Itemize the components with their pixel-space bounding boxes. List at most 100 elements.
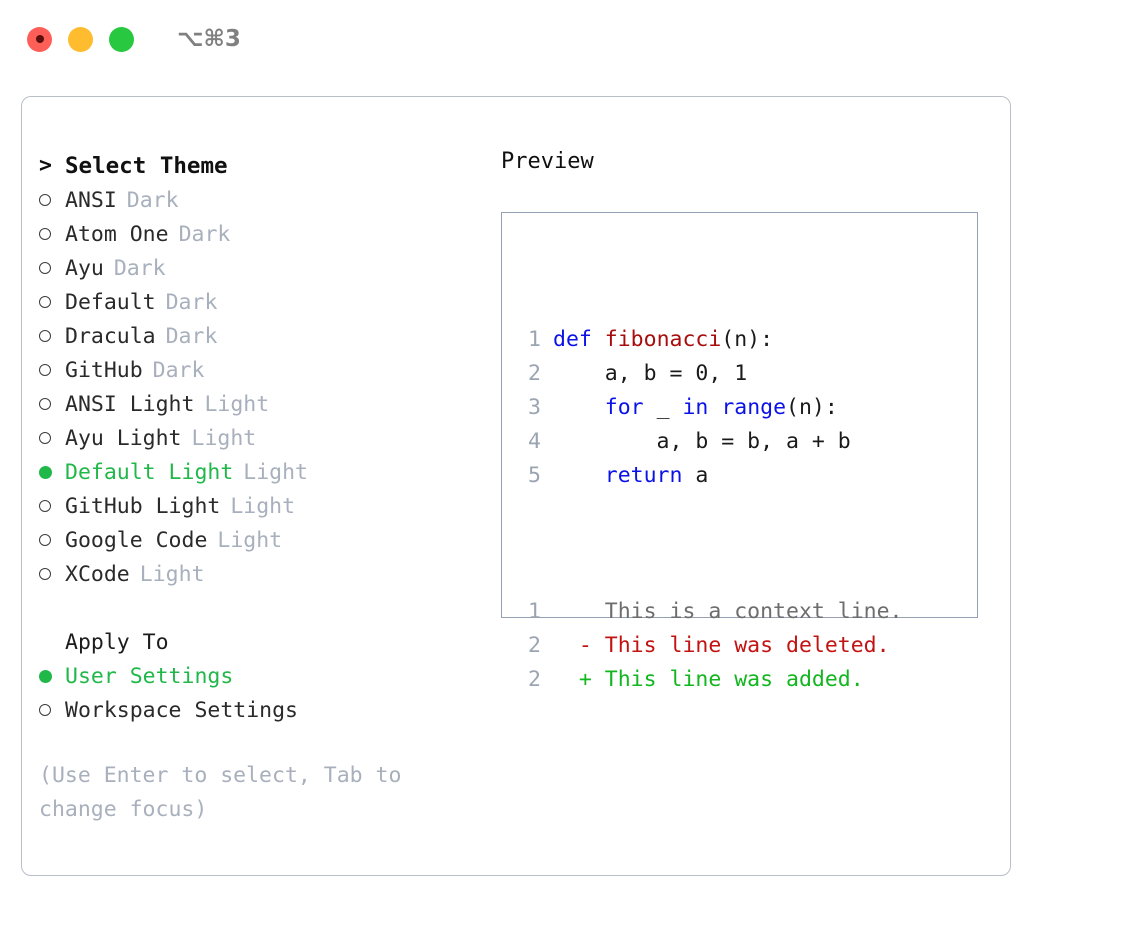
- theme-option-ayu[interactable]: Ayu Dark: [39, 251, 479, 285]
- maximize-button[interactable]: [109, 26, 134, 52]
- code-token: for: [604, 395, 644, 420]
- diff-line: 2 - This line was deleted.: [521, 629, 903, 663]
- theme-option-github[interactable]: GitHub Dark: [39, 353, 479, 387]
- diff-line-number: 2: [528, 667, 541, 692]
- apply-to-option-label: User Settings: [65, 663, 234, 689]
- code-token: a, b = 0, 1: [553, 361, 748, 386]
- theme-variant-tag: Dark: [126, 187, 179, 213]
- theme-variant-tag: Dark: [152, 357, 205, 383]
- code-token: def: [553, 327, 592, 352]
- diff-line-number: 1: [528, 599, 541, 624]
- theme-option-ansi[interactable]: ANSI Dark: [39, 183, 479, 217]
- code-line-number: 1: [528, 327, 541, 352]
- code-token: return: [604, 463, 683, 488]
- radio-unselected-icon[interactable]: [39, 189, 65, 211]
- code-token: a, b = b, a + b: [553, 429, 851, 454]
- diff-lines: 1 This is a context line.2 - This line w…: [521, 595, 903, 697]
- theme-option-label: ANSI Light: [65, 391, 195, 417]
- code-token: [553, 463, 605, 488]
- radio-unselected-icon[interactable]: [39, 563, 65, 585]
- code-token: range: [721, 395, 787, 420]
- theme-option-label: Google Code: [65, 527, 208, 553]
- close-button[interactable]: [27, 26, 52, 52]
- apply-to-heading-label: Apply To: [65, 629, 169, 655]
- preview-title: Preview: [501, 149, 594, 174]
- theme-option-label: Default Light: [65, 459, 234, 485]
- code-line-number: 5: [528, 463, 541, 488]
- theme-variant-tag: Dark: [113, 255, 166, 281]
- code-token: a: [682, 463, 709, 488]
- apply-to-option-workspace-settings[interactable]: Workspace Settings: [39, 693, 479, 727]
- code-line: 5 return a: [521, 459, 903, 493]
- apply-to-option-label: Workspace Settings: [65, 697, 298, 723]
- code-token: [708, 395, 721, 420]
- code-line-number: 2: [528, 361, 541, 386]
- theme-option-label: XCode: [65, 561, 130, 587]
- diff-line: 1 This is a context line.: [521, 595, 902, 629]
- code-line: 3 for _ in range(n):: [521, 391, 903, 425]
- code-line-number: 3: [528, 395, 541, 420]
- keyboard-hint-text: (Use Enter to select, Tab to change focu…: [39, 763, 402, 822]
- apply-to-option-user-settings[interactable]: User Settings: [39, 659, 479, 693]
- minimize-button[interactable]: [68, 26, 93, 52]
- code-token: in: [682, 395, 709, 420]
- radio-unselected-icon[interactable]: [39, 529, 65, 551]
- code-line: 4 a, b = b, a + b: [521, 425, 903, 459]
- apply-to-heading: Apply To: [39, 625, 479, 659]
- code-line: 1 def fibonacci(n):: [521, 323, 903, 357]
- radio-selected-icon[interactable]: [39, 461, 65, 483]
- theme-variant-tag: Light: [204, 391, 270, 417]
- radio-unselected-icon[interactable]: [39, 427, 65, 449]
- code-line: 2 a, b = 0, 1: [521, 357, 903, 391]
- theme-option-ansi-light[interactable]: ANSI Light Light: [39, 387, 479, 421]
- code-line-number: 4: [528, 429, 541, 454]
- radio-unselected-icon[interactable]: [39, 257, 65, 279]
- theme-variant-tag: Light: [217, 527, 283, 553]
- code-token: (n):: [721, 327, 774, 352]
- theme-option-label: ANSI: [65, 187, 117, 213]
- radio-unselected-icon[interactable]: [39, 393, 65, 415]
- theme-option-label: Dracula: [65, 323, 156, 349]
- diff-line-text: - This line was deleted.: [553, 633, 890, 658]
- code-token: [553, 395, 605, 420]
- radio-unselected-icon[interactable]: [39, 291, 65, 313]
- list-spacer: [39, 591, 479, 625]
- select-theme-heading: >Select Theme: [39, 149, 479, 183]
- radio-unselected-icon[interactable]: [39, 495, 65, 517]
- window-controls: [27, 26, 134, 52]
- theme-variant-tag: Light: [191, 425, 257, 451]
- theme-option-label: GitHub: [65, 357, 143, 383]
- theme-option-xcode[interactable]: XCode Light: [39, 557, 479, 591]
- select-theme-heading-label: Select Theme: [65, 153, 228, 179]
- code-token: fibonacci: [604, 327, 722, 352]
- code-token: (n):: [786, 395, 838, 420]
- code-token: [592, 327, 605, 352]
- theme-option-label: GitHub Light: [65, 493, 221, 519]
- theme-option-label: Ayu: [65, 255, 104, 281]
- theme-option-google-code[interactable]: Google Code Light: [39, 523, 479, 557]
- diff-line: 2 + This line was added.: [521, 663, 903, 697]
- radio-selected-icon[interactable]: [39, 665, 65, 687]
- theme-variant-tag: Dark: [165, 289, 218, 315]
- window-titlebar: ⌥⌘3: [0, 0, 1140, 78]
- radio-unselected-icon[interactable]: [39, 223, 65, 245]
- radio-unselected-icon[interactable]: [39, 359, 65, 381]
- radio-unselected-icon[interactable]: [39, 325, 65, 347]
- theme-variant-tag: Light: [139, 561, 205, 587]
- diff-line-text: + This line was added.: [553, 667, 864, 692]
- radio-unselected-icon[interactable]: [39, 699, 65, 721]
